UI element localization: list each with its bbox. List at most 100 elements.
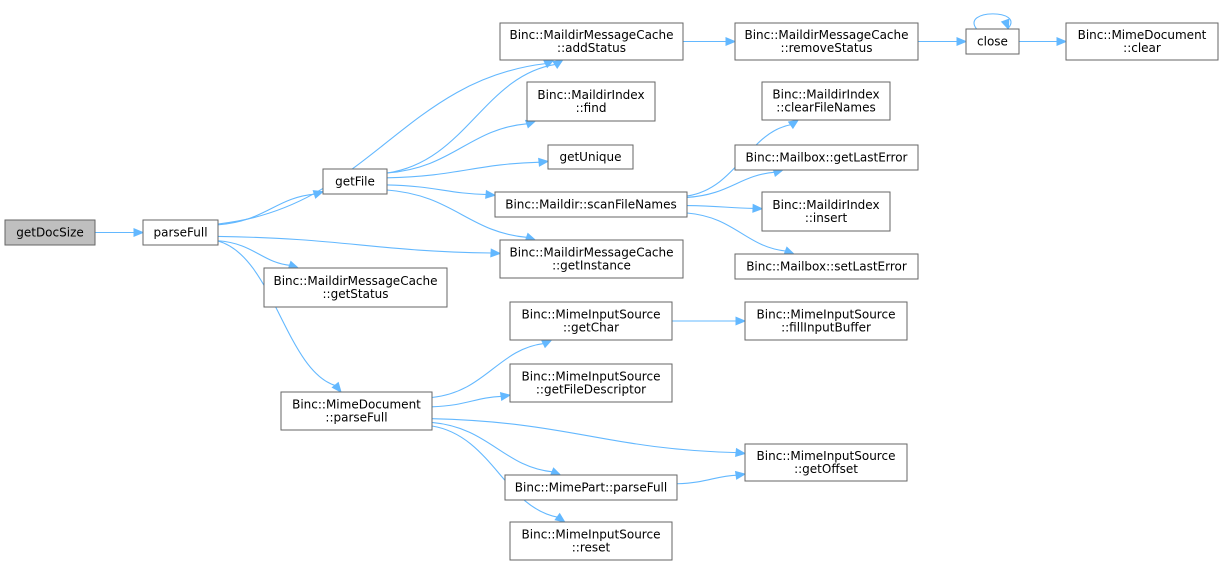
edge-get-file-to-mi-find-line bbox=[386, 123, 528, 174]
edge-mdoc-parse-full-to-mis-get-offset-arrowhead bbox=[735, 447, 747, 457]
node-label: getDocSize bbox=[16, 226, 84, 240]
node-label: ::getStatus bbox=[322, 287, 388, 301]
node-label: ::insert bbox=[805, 211, 848, 225]
edge-get-doc-size-to-parse-full-arrowhead bbox=[133, 227, 145, 238]
edge-md-scan-file-names-to-mb-get-last-error-line bbox=[686, 171, 776, 198]
node-label: Binc::MaildirIndex bbox=[772, 88, 879, 102]
node-md-scan-file-names[interactable]: Binc::Maildir::scanFileNames bbox=[494, 191, 688, 218]
node-mmc-get-status[interactable]: Binc::MaildirMessageCache::getStatus bbox=[263, 267, 448, 308]
node-box bbox=[322, 168, 388, 195]
edge-parse-full-to-get-file-line bbox=[217, 193, 316, 226]
node-mmc-remove-status[interactable]: Binc::MaildirMessageCache::removeStatus bbox=[734, 22, 919, 61]
node-mi-insert[interactable]: Binc::MaildirIndex::insert bbox=[761, 191, 891, 232]
node-box bbox=[499, 22, 684, 61]
node-label: Binc::MimeInputSource bbox=[522, 370, 661, 384]
edge-mdoc-parse-full-to-mis-get-char-line bbox=[431, 342, 545, 399]
node-mis-get-file-descriptor[interactable]: Binc::MimeInputSource::getFileDescriptor bbox=[509, 363, 673, 403]
edge-mdoc-parse-full-to-mis-reset bbox=[431, 425, 566, 523]
edge-parse-full-to-mmc-get-instance-line bbox=[217, 235, 493, 254]
node-box bbox=[761, 191, 891, 232]
node-label: ::getFileDescriptor bbox=[536, 383, 646, 397]
node-get-unique[interactable]: getUnique bbox=[547, 144, 634, 170]
node-box bbox=[734, 22, 919, 61]
node-label: Binc::MimeDocument bbox=[1078, 28, 1207, 42]
node-mdoc-parse-full[interactable]: Binc::MimeDocument::parseFull bbox=[280, 391, 433, 431]
node-label: parseFull bbox=[153, 226, 207, 240]
edge-parse-full-to-mmc-add-status-line bbox=[217, 62, 547, 225]
edge-parse-full-to-mdoc-parse-full-arrowhead bbox=[331, 381, 342, 393]
edge-mp-parse-full-to-mis-get-offset bbox=[676, 470, 747, 485]
edge-parse-full-to-mmc-get-instance bbox=[217, 235, 502, 258]
node-box bbox=[1065, 22, 1219, 61]
node-label: Binc::MimePart::parseFull bbox=[515, 481, 667, 495]
node-mis-get-char[interactable]: Binc::MimeInputSource::getChar bbox=[509, 301, 673, 341]
edge-get-file-to-md-scan-file-names bbox=[386, 184, 497, 199]
node-mi-clear-file-names[interactable]: Binc::MaildirIndex::clearFileNames bbox=[761, 81, 891, 121]
node-mb-set-last-error[interactable]: Binc::Mailbox::setLastError bbox=[734, 253, 919, 280]
node-label: getUnique bbox=[559, 150, 621, 164]
node-label: ::clearFileNames bbox=[776, 101, 875, 115]
node-get-doc-size[interactable]: getDocSize bbox=[4, 219, 96, 246]
edge-get-file-to-mmc-add-status bbox=[386, 59, 564, 174]
edge-parse-full-to-mmc-get-status-line bbox=[217, 240, 291, 266]
node-label: ::getInstance bbox=[552, 259, 631, 273]
node-box bbox=[499, 239, 684, 279]
edge-mdoc-parse-full-to-mis-get-file-descriptor-line bbox=[431, 395, 503, 408]
edge-mmc-add-status-to-mmc-remove-status-arrowhead bbox=[725, 36, 737, 47]
node-label: ::getChar bbox=[563, 321, 619, 335]
edge-get-file-to-mi-find bbox=[386, 119, 537, 174]
node-mmc-add-status[interactable]: Binc::MaildirMessageCache::addStatus bbox=[499, 22, 684, 61]
edge-mp-parse-full-to-mis-get-offset-arrowhead bbox=[734, 470, 747, 480]
node-label: Binc::MimeDocument bbox=[292, 398, 421, 412]
node-label: getFile bbox=[335, 175, 375, 189]
edge-mis-get-char-to-mis-fill-input-buffer-arrowhead bbox=[735, 316, 747, 326]
edge-mmc-remove-status-to-close bbox=[918, 36, 968, 47]
node-label: close bbox=[977, 35, 1008, 49]
edge-get-file-to-mmc-add-status-arrowhead bbox=[552, 59, 564, 69]
node-close[interactable]: close bbox=[965, 28, 1020, 55]
node-mis-fill-input-buffer[interactable]: Binc::MimeInputSource::fillInputBuffer bbox=[744, 301, 908, 341]
edge-mdoc-parse-full-to-mis-reset-line bbox=[431, 425, 559, 518]
edge-get-doc-size-to-parse-full bbox=[95, 227, 145, 238]
edge-md-scan-file-names-to-mi-clear-file-names-arrowhead bbox=[787, 119, 800, 130]
node-box bbox=[494, 191, 688, 218]
node-box bbox=[509, 301, 673, 341]
node-label: Binc::MaildirMessageCache bbox=[273, 274, 437, 288]
node-mi-find[interactable]: Binc::MaildirIndex::find bbox=[526, 81, 656, 122]
node-label: ::addStatus bbox=[557, 41, 626, 55]
node-mb-get-last-error[interactable]: Binc::Mailbox::getLastError bbox=[734, 144, 919, 171]
edge-close-to-mdoc-clear-arrowhead bbox=[1056, 36, 1068, 47]
edge-mmc-remove-status-to-close-arrowhead bbox=[956, 36, 968, 47]
node-mmc-get-instance[interactable]: Binc::MaildirMessageCache::getInstance bbox=[499, 239, 684, 279]
node-label: ::fillInputBuffer bbox=[781, 321, 871, 335]
node-label: Binc::MaildirMessageCache bbox=[509, 28, 673, 42]
node-label: Binc::MimeInputSource bbox=[522, 528, 661, 542]
node-label: Binc::MimeInputSource bbox=[757, 308, 896, 322]
node-mis-reset[interactable]: Binc::MimeInputSource::reset bbox=[509, 521, 673, 561]
node-box bbox=[509, 521, 673, 561]
node-box bbox=[142, 219, 219, 246]
edge-close-to-close-arrowhead bbox=[1000, 18, 1010, 31]
node-get-file[interactable]: getFile bbox=[322, 168, 388, 195]
edge-md-scan-file-names-to-mb-set-last-error bbox=[686, 212, 796, 255]
node-mis-get-offset[interactable]: Binc::MimeInputSource::getOffset bbox=[744, 443, 908, 482]
node-box bbox=[263, 267, 448, 308]
node-label: ::getOffset bbox=[794, 462, 858, 476]
node-mp-parse-full[interactable]: Binc::MimePart::parseFull bbox=[504, 474, 678, 501]
node-label: ::find bbox=[576, 101, 607, 115]
edge-mdoc-parse-full-to-mp-parse-full-line bbox=[431, 421, 554, 473]
node-label: Binc::Mailbox::getLastError bbox=[746, 151, 908, 165]
edge-parse-full-to-get-file bbox=[217, 190, 325, 226]
edge-md-scan-file-names-to-mi-insert bbox=[686, 203, 764, 213]
edge-mdoc-parse-full-to-mis-get-file-descriptor-arrowhead bbox=[499, 392, 512, 402]
edge-close-to-close bbox=[973, 13, 1012, 31]
node-label: ::clear bbox=[1123, 41, 1161, 55]
edge-mdoc-parse-full-to-mis-get-offset bbox=[431, 418, 747, 457]
edge-parse-full-to-mdoc-parse-full-line bbox=[217, 240, 337, 387]
edge-mdoc-parse-full-to-mis-get-char-arrowhead bbox=[540, 339, 553, 349]
node-box bbox=[526, 81, 656, 122]
node-mdoc-clear[interactable]: Binc::MimeDocument::clear bbox=[1065, 22, 1219, 61]
node-parse-full[interactable]: parseFull bbox=[142, 219, 219, 246]
node-label: ::reset bbox=[572, 541, 611, 555]
